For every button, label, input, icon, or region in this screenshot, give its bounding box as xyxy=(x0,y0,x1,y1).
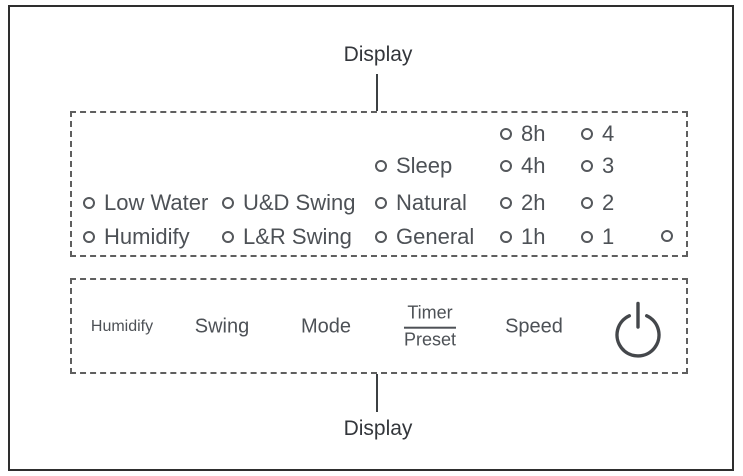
indicator-label: 1 xyxy=(602,224,615,249)
humidify-button[interactable]: Humidify xyxy=(90,318,154,335)
led-circle-icon xyxy=(581,128,593,140)
timer-preset-button[interactable]: Timer Preset xyxy=(403,303,457,351)
display-bottom-label: Display xyxy=(343,417,413,440)
swing-button[interactable]: Swing xyxy=(194,315,250,338)
indicator-label: 2h xyxy=(521,190,546,215)
indicator-label: 2 xyxy=(602,190,615,215)
timer-label: Timer xyxy=(404,303,456,329)
led-circle-icon xyxy=(500,231,512,243)
led-circle-icon xyxy=(500,160,512,172)
indicator-label: General xyxy=(396,224,475,249)
power-icon xyxy=(615,301,661,358)
led-circle-icon xyxy=(222,197,234,209)
speed-button[interactable]: Speed xyxy=(505,315,563,338)
indicator-label: Natural xyxy=(396,190,467,215)
mode-button[interactable]: Mode xyxy=(300,315,352,338)
button-panel xyxy=(70,278,688,374)
led-circle-icon xyxy=(500,128,512,140)
led-circle-icon xyxy=(222,231,234,243)
indicator-label: 3 xyxy=(602,153,615,178)
led-circle-icon xyxy=(375,197,387,209)
indicator-label: Low Water xyxy=(104,190,209,215)
power-button[interactable] xyxy=(612,300,664,358)
indicator-low-water: Low Water xyxy=(83,190,209,215)
indicator-timer-2h: 2h xyxy=(500,190,546,215)
indicator-timer-1h: 1h xyxy=(500,224,546,249)
led-circle-icon xyxy=(581,197,593,209)
display-top-callout-line xyxy=(376,74,378,111)
indicator-timer-4h: 4h xyxy=(500,153,546,178)
led-circle-icon xyxy=(661,230,673,242)
indicator-humidify: Humidify xyxy=(83,224,190,249)
display-top-label: Display xyxy=(343,43,413,66)
indicator-label: U&D Swing xyxy=(243,190,356,215)
led-circle-icon xyxy=(375,231,387,243)
indicator-label: 4h xyxy=(521,153,546,178)
led-circle-icon xyxy=(500,197,512,209)
indicator-speed-1: 1 xyxy=(581,224,615,249)
display-bottom-callout-line xyxy=(376,374,378,412)
indicator-speed-3: 3 xyxy=(581,153,615,178)
led-circle-icon xyxy=(83,231,95,243)
indicator-speed-2: 2 xyxy=(581,190,615,215)
indicator-mode-sleep: Sleep xyxy=(375,153,453,178)
preset-label: Preset xyxy=(403,329,457,350)
indicator-mode-natural: Natural xyxy=(375,190,467,215)
led-circle-icon xyxy=(83,197,95,209)
indicator-unlabeled xyxy=(661,224,673,248)
figure-frame: Display 8h 4 Sleep 4h 3 Low Water xyxy=(8,5,734,471)
indicator-label: Humidify xyxy=(104,224,190,249)
indicator-label: L&R Swing xyxy=(243,224,352,249)
indicator-timer-8h: 8h xyxy=(500,121,546,146)
indicator-label: Sleep xyxy=(396,153,453,178)
indicator-label: 4 xyxy=(602,121,615,146)
indicator-label: 1h xyxy=(521,224,546,249)
indicator-mode-general: General xyxy=(375,224,475,249)
indicator-speed-4: 4 xyxy=(581,121,615,146)
indicator-ud-swing: U&D Swing xyxy=(222,190,356,215)
led-circle-icon xyxy=(581,231,593,243)
led-circle-icon xyxy=(375,160,387,172)
indicator-label: 8h xyxy=(521,121,546,146)
indicator-lr-swing: L&R Swing xyxy=(222,224,352,249)
led-circle-icon xyxy=(581,160,593,172)
